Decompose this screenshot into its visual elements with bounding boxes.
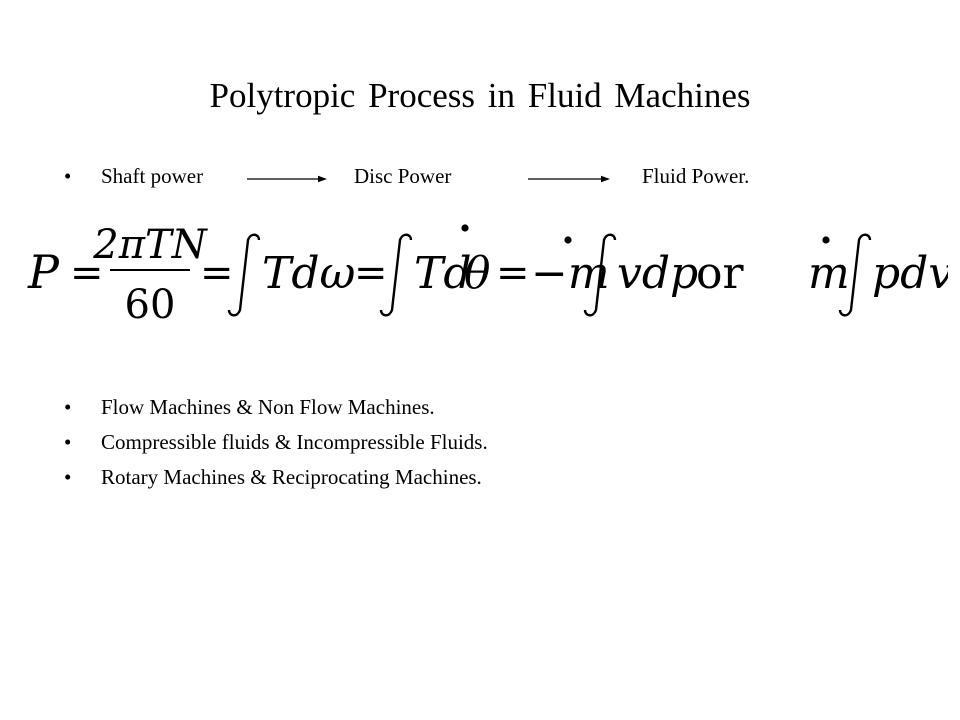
term-torque-omega: Tdω: [262, 248, 355, 299]
flow-bullet-row: • Shaft power Disc Power Fluid Power.: [64, 162, 924, 192]
flow-item-shaft-power: Shaft power: [101, 164, 204, 188]
bullet-text-compressible-fluids: Compressible fluids & Incompressible Flu…: [101, 430, 488, 454]
bullet-text-flow-machines: Flow Machines & Non Flow Machines.: [101, 395, 435, 419]
or-text: or: [696, 248, 744, 299]
term-theta: θ: [464, 248, 491, 299]
term-torque-d: Td: [414, 248, 472, 299]
bullet-dot: •: [64, 164, 72, 188]
flow-item-disc-power: Disc Power: [354, 164, 452, 188]
integral-sign: [583, 233, 617, 317]
fraction-denominator: 60: [125, 282, 176, 326]
time-derivative-dot: [461, 224, 469, 232]
equals-sign: =: [354, 250, 388, 296]
time-derivative-dot: [564, 236, 572, 244]
bullet-dot: •: [64, 430, 72, 454]
term-m: m: [808, 248, 850, 299]
flow-item-fluid-power: Fluid Power.: [642, 164, 750, 188]
time-derivative-dot: [822, 236, 830, 244]
term-pdv: pdv: [872, 248, 948, 299]
integral-sign: [227, 233, 261, 317]
bullet-dot: •: [64, 395, 72, 419]
equals-sign: =: [496, 250, 530, 296]
formula-p: P: [27, 245, 60, 299]
integral-sign: [838, 233, 872, 317]
equals-sign: =: [70, 250, 104, 296]
bullet-dot: •: [64, 465, 72, 489]
term-minus-m: −m: [531, 248, 610, 299]
equals-sign: =: [200, 250, 234, 296]
integral-sign: [379, 233, 413, 317]
term-vdp: vdp: [617, 248, 698, 299]
fraction-numerator: 2πTN: [92, 222, 208, 268]
slide-title: Polytropic Process in Fluid Machines: [209, 76, 751, 115]
arrow-right-icon: [528, 175, 610, 183]
power-formula: P = 2πTN 60 = Tdω = Td θ = −m vdp or m p…: [27, 222, 948, 326]
bullet-text-rotary-machines: Rotary Machines & Reciprocating Machines…: [101, 465, 482, 489]
arrow-right-icon: [247, 175, 327, 183]
